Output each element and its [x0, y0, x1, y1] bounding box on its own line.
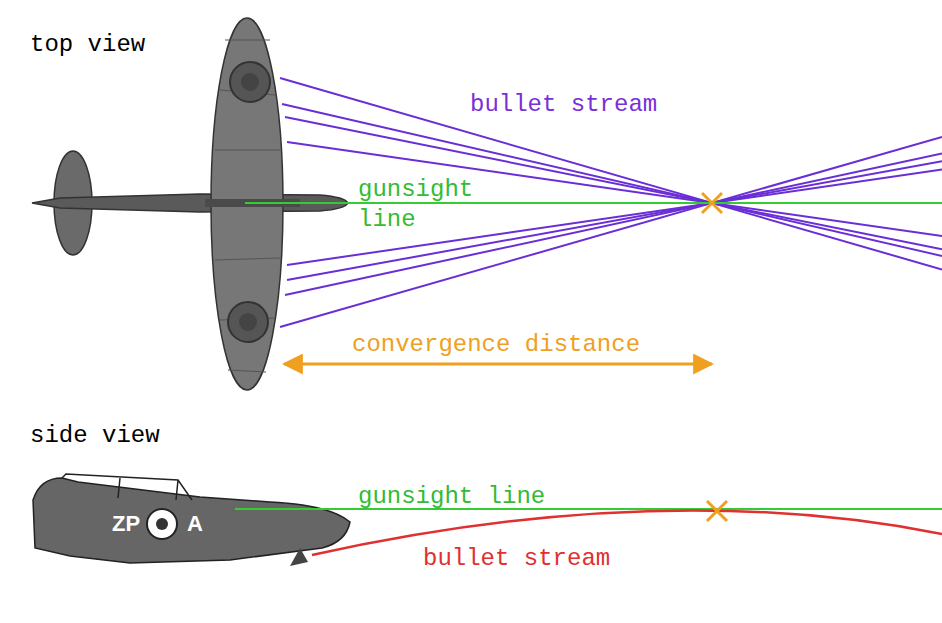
radiator: [290, 548, 308, 566]
bullet-stream-line: [287, 161, 942, 280]
canopy: [62, 474, 192, 500]
gunsight-line: [245, 202, 942, 204]
bullet-stream-line: [280, 78, 942, 270]
bullet-stream-line: [285, 153, 942, 295]
dimension-label: convergence distance: [352, 330, 640, 360]
bullet-stream-line: [280, 137, 942, 327]
squadron-code: ZP: [112, 509, 140, 539]
wing-roundel-centre: [239, 313, 257, 331]
view-title: top view: [30, 30, 145, 60]
convergence-mark: [707, 501, 727, 521]
roundel-centre: [156, 518, 168, 530]
wing-roundel: [230, 62, 270, 102]
roundel: [147, 509, 177, 539]
convergence-mark: [702, 193, 722, 213]
stream-label: bullet stream: [470, 90, 657, 120]
wing-roundel-centre: [241, 73, 259, 91]
line-label: gunsight line: [358, 482, 545, 512]
view-title: side view: [30, 421, 160, 451]
line-label: gunsight line: [358, 175, 498, 235]
bullet-stream-line: [287, 142, 942, 236]
bullet-stream-line: [287, 169, 942, 265]
dimension-arrow: [284, 363, 712, 366]
bullet-trajectory: [312, 510, 942, 555]
gunsight-line: [235, 508, 942, 510]
fuselage: [33, 478, 350, 563]
wing-roundel: [228, 302, 268, 342]
stream-label: bullet stream: [423, 544, 610, 574]
aircraft-letter: A: [187, 509, 203, 539]
aircraft-side-view: [33, 474, 350, 566]
